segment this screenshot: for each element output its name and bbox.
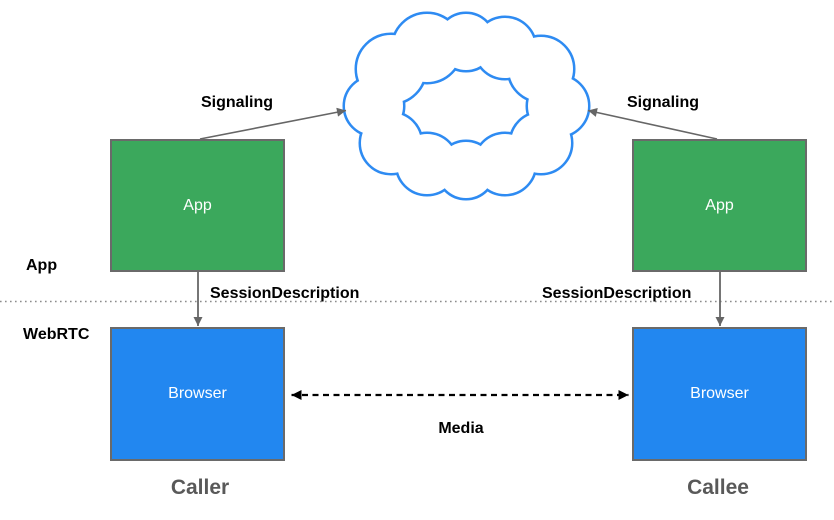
signaling-arrow-left [199,107,347,140]
caller-app-box-label: App [183,196,212,214]
webrtc-layer-label: WebRTC [23,326,90,343]
callee-browser-box-label: Browser [690,385,749,402]
signaling-arrow-right [587,108,718,140]
cloud-icon [345,14,588,198]
caller-app-box: App [110,139,285,272]
caller-caption: Caller [170,476,230,499]
callee-app-box: App [632,139,807,272]
app-layer-label: App [26,257,58,274]
caller-browser-box-label: Browser [168,385,227,402]
signaling-label-left: Signaling [201,94,273,111]
callee-app-box-label: App [705,196,734,214]
session-description-label-right: SessionDescription [542,285,692,302]
signaling-label-right: Signaling [627,94,699,111]
caller-browser-box: Browser [110,327,285,461]
callee-browser-box: Browser [632,327,807,461]
media-label: Media [438,420,484,437]
callee-caption: Callee [687,476,749,499]
session-description-label-left: SessionDescription [210,285,360,302]
